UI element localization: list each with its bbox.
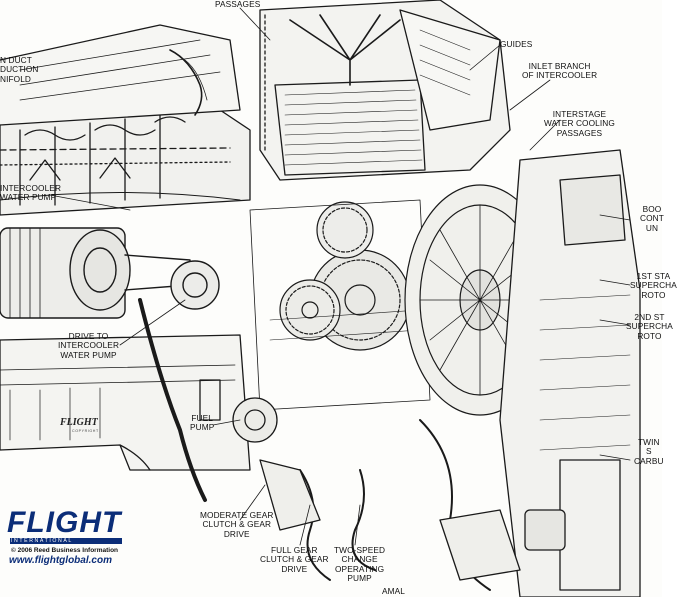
logo-wordmark: FLIGHT — [7, 506, 122, 539]
crankcase — [0, 334, 251, 471]
label-intercooler-pump: INTERCOOLER WATER PUMP — [0, 183, 62, 203]
label-full-gear: FULL GEAR CLUTCH & GEAR DRIVE — [260, 545, 329, 574]
label-passages: PASSAGES — [215, 0, 261, 9]
leader-lines — [49, 7, 631, 546]
label-moderate-gear: MODERATE GEAR CLUTCH & GEAR DRIVE — [200, 510, 274, 539]
label-amal: AMAL — [382, 586, 405, 596]
small-flight-logo: FLIGHT — [60, 417, 98, 428]
engine-illustration — [0, 0, 641, 597]
copyright-notice: © 2006 Reed Business Information — [11, 547, 119, 554]
intercooler — [259, 0, 511, 181]
label-twin-carburettor: TWIN S CARBU — [634, 437, 664, 466]
small-logo-copyright: COPYRIGHT — [72, 429, 99, 433]
label-fuel-pump: FUEL PUMP — [190, 413, 215, 433]
water-pump — [0, 227, 220, 319]
rear-housing — [499, 149, 641, 597]
website-link[interactable]: www.flightglobal.com — [9, 555, 112, 566]
label-2nd-stage-rotor: 2nd ST SUPERCHA ROTO — [626, 312, 673, 341]
gear-train — [249, 199, 431, 411]
label-induction-manifold: N DUCT DUCTION NIFOLD — [0, 55, 39, 84]
label-drive-to-pump: DRIVE TO INTERCOOLER WATER PUMP — [58, 331, 120, 360]
cylinder-block — [0, 24, 251, 216]
flight-international-logo: FLIGHT INTERNATIONAL © 2006 Reed Busines… — [7, 507, 157, 569]
label-guides: GUIDES — [500, 39, 533, 49]
label-inlet-branch: INLET BRANCH OF INTERCOOLER — [522, 61, 598, 81]
label-interstage-passages: INTERSTAGE WATER COOLING PASSAGES — [544, 109, 615, 138]
label-1st-stage-rotor: 1st STA SUPERCHA ROTO — [630, 271, 677, 300]
lower-pipework — [138, 298, 521, 591]
label-boost-control: BOO CONT UN — [640, 204, 664, 233]
label-two-speed-pump: TWO-SPEED CHANGE OPERATING PUMP — [334, 545, 386, 584]
logo-subtitle: INTERNATIONAL — [11, 538, 73, 544]
logo-band — [10, 538, 122, 544]
